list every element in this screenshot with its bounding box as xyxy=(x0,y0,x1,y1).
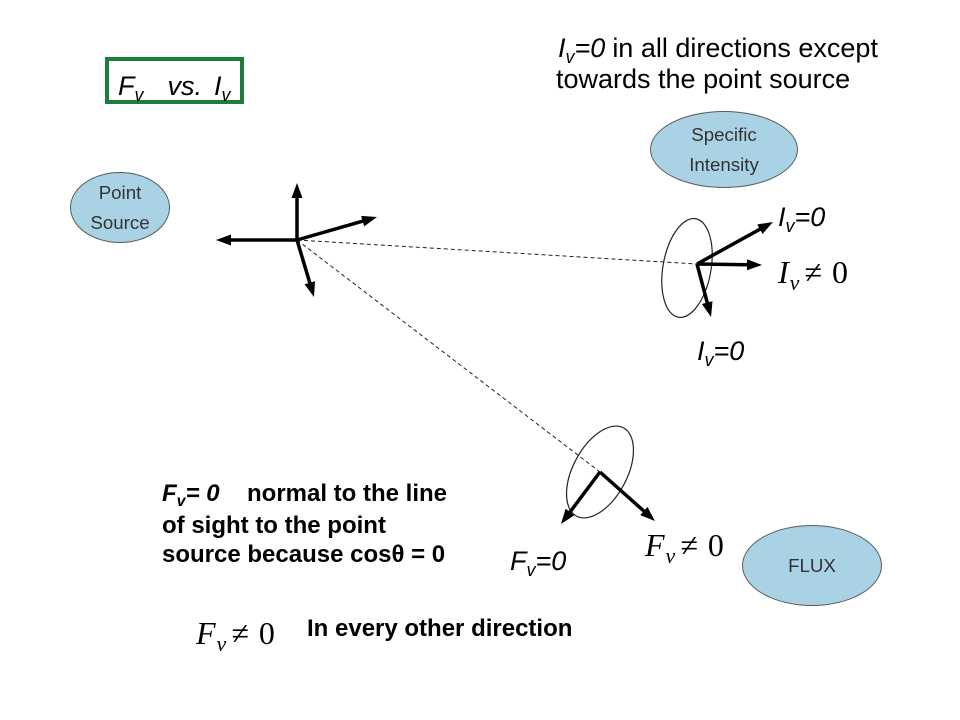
intensity-ray-down-arrow xyxy=(695,263,713,318)
intensity-lower-subscript: v xyxy=(704,350,714,370)
explanation-equation: Fv= 0 xyxy=(162,479,247,511)
top-note-intensity-symbol: I xyxy=(558,33,566,63)
explanation-line-3: source because cosθ = 0 xyxy=(162,541,446,568)
point-source-bubble: Point Source xyxy=(70,172,170,243)
point-source-label-line-2: Source xyxy=(90,211,150,233)
intensity-zero-label-lower: Iv=0 xyxy=(697,335,744,370)
title-text: Fv vs. Iv xyxy=(118,70,231,105)
title-flux-subscript: v xyxy=(134,85,144,105)
point-source-ray-down-arrow xyxy=(295,239,315,298)
title-intensity-symbol: I xyxy=(214,71,222,101)
title-intensity-subscript: v xyxy=(221,85,231,105)
intensity-ray-right-arrow xyxy=(696,259,762,271)
footer-flux-relation: ≠ 0 xyxy=(231,615,275,651)
flux-bubble: FLUX xyxy=(742,525,882,606)
intensity-upper-subscript: v xyxy=(785,216,795,236)
line-of-sight-to-flux-dashed xyxy=(296,239,601,473)
intensity-nonzero-relation: ≠ 0 xyxy=(804,254,848,290)
top-note-line-2: towards the point source xyxy=(556,64,851,94)
explanation-line-1-text: normal to the line xyxy=(247,480,448,507)
footer-flux-symbol: F xyxy=(196,615,216,651)
explanation-line-2: of sight to the point xyxy=(162,512,386,539)
title-versus: vs. xyxy=(167,71,203,101)
title-flux-symbol: F xyxy=(118,71,135,101)
intensity-zero-label-upper: Iv=0 xyxy=(778,201,825,236)
top-note-equals-zero: =0 xyxy=(574,33,606,63)
flux-ray-down-left-arrow xyxy=(560,470,602,525)
intensity-lower-symbol: I xyxy=(697,336,705,366)
flux-label: FLUX xyxy=(788,554,836,576)
flux-nonzero-equation: Fν≠ 0 xyxy=(645,527,724,568)
flux-zero-symbol: F xyxy=(510,546,527,576)
specific-intensity-label-line-2: Intensity xyxy=(689,153,759,175)
footer-text: In every other direction xyxy=(307,615,573,642)
explanation-flux-subscript: v xyxy=(176,493,186,510)
flux-nonzero-subscript: ν xyxy=(665,543,676,568)
intensity-area-ellipse xyxy=(661,217,713,319)
footer-flux-nonzero-equation: Fν≠ 0 xyxy=(196,615,275,656)
flux-zero-label: Fv=0 xyxy=(510,545,566,580)
flux-area-ellipse xyxy=(565,425,635,519)
point-source-ray-upper-right-arrow xyxy=(296,215,377,242)
intensity-upper-equals-zero: =0 xyxy=(794,202,826,232)
flux-nonzero-symbol: F xyxy=(645,527,665,563)
explanation-equals-zero: = 0 xyxy=(185,480,220,507)
line-of-sight-to-intensity-dashed xyxy=(296,239,698,265)
point-source-label-line-1: Point xyxy=(98,181,142,203)
title-box: Fv vs. Iv xyxy=(105,57,244,105)
intensity-nonzero-subscript: ν xyxy=(789,270,800,295)
top-note-intensity-subscript: v xyxy=(565,47,575,67)
explanation-flux-symbol: F xyxy=(162,480,177,507)
flux-zero-subscript: v xyxy=(526,560,536,580)
intensity-upper-symbol: I xyxy=(778,202,786,232)
flux-nonzero-relation: ≠ 0 xyxy=(680,527,724,563)
flux-zero-equals-zero: =0 xyxy=(535,546,567,576)
intensity-lower-equals-zero: =0 xyxy=(713,336,745,366)
intensity-nonzero-equation: Iν≠ 0 xyxy=(778,254,848,295)
specific-intensity-bubble: Specific Intensity xyxy=(650,111,798,188)
top-note-line-1-text: in all directions except xyxy=(612,33,878,63)
intensity-nonzero-symbol: I xyxy=(778,254,789,290)
footer-flux-subscript: ν xyxy=(216,631,227,656)
intensity-ray-upper-right-arrow xyxy=(696,221,773,266)
flux-ray-down-right-arrow xyxy=(598,470,655,521)
specific-intensity-label-line-1: Specific xyxy=(691,123,757,145)
